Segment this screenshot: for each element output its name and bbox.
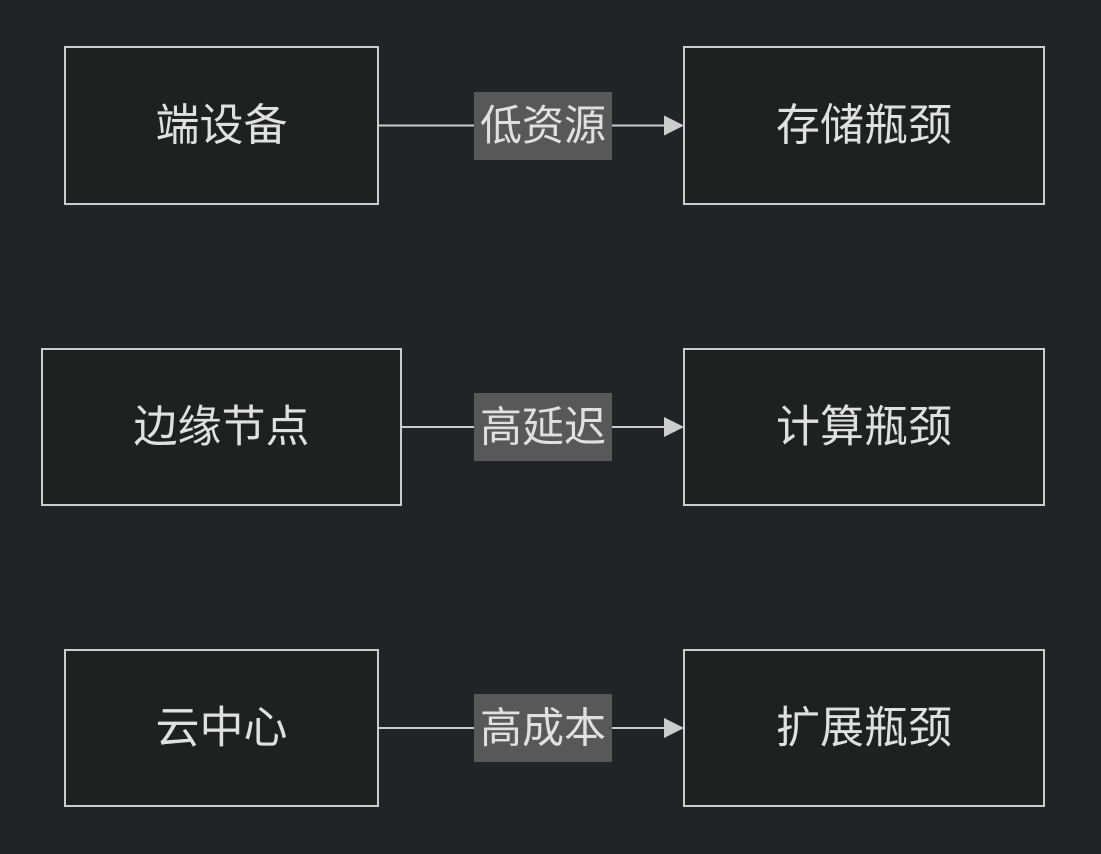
arrow-head [664,417,684,437]
edge-label: 高延迟 [480,403,606,452]
edge-label-background [474,92,612,160]
flow-row: 端设备 低资源 存储瓶颈 [64,46,1045,205]
source-node-label: 边缘节点 [134,402,310,453]
target-node-box [683,348,1045,506]
target-node-label: 计算瓶颈 [776,402,952,453]
flow-row: 边缘节点 高延迟 计算瓶颈 [41,348,1045,506]
source-node-label: 端设备 [156,100,288,151]
edge-label-background [474,694,612,762]
source-node-box [41,348,402,506]
edge-label: 高成本 [480,704,606,753]
target-node-label: 扩展瓶颈 [776,703,952,754]
arrow-head [664,718,684,738]
target-node-box [683,46,1045,205]
arrow-head [664,115,684,136]
edge-label: 低资源 [480,101,606,150]
source-node-label: 云中心 [156,703,288,754]
source-node-box [64,46,379,205]
edge-label-background [474,393,612,461]
target-node-box [683,649,1045,807]
flow-row: 云中心 高成本 扩展瓶颈 [64,649,1045,807]
target-node-label: 存储瓶颈 [776,100,952,151]
